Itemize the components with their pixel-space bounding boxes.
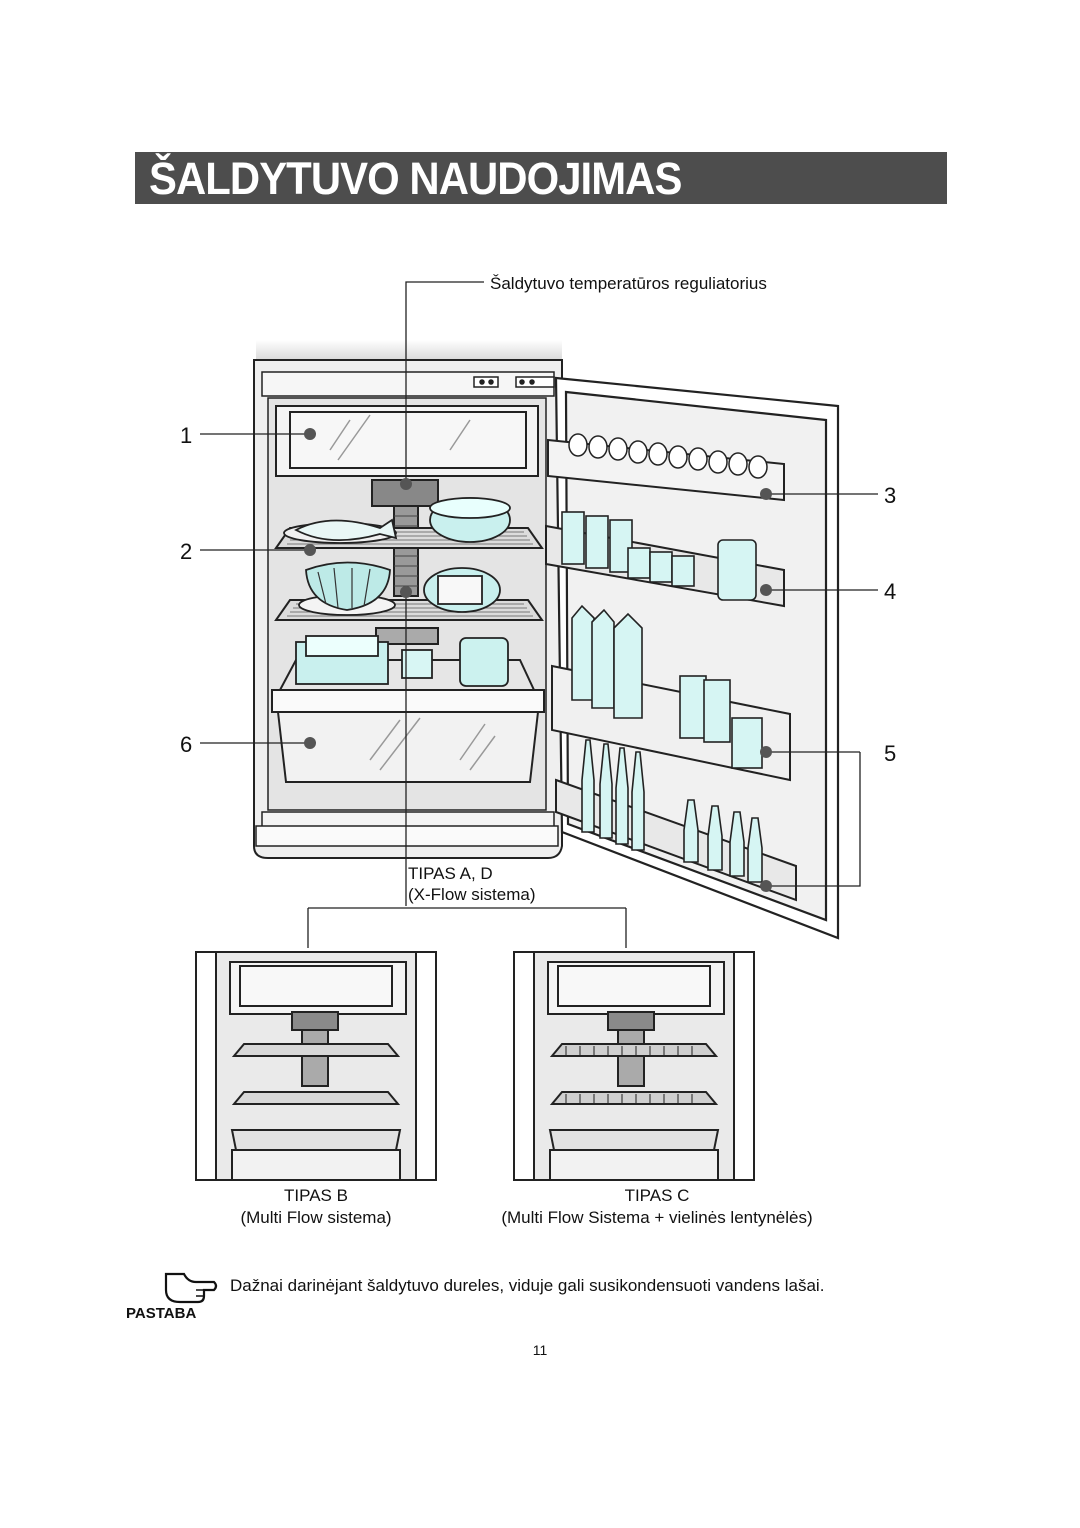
note-label: PASTABA xyxy=(126,1305,197,1322)
control-knobs xyxy=(473,376,555,388)
type-b-sub: (Multi Flow sistema) xyxy=(240,1208,392,1227)
callout-6: 6 xyxy=(180,732,193,757)
regulator-label: Šaldytuvo temperatūros reguliatorius xyxy=(490,274,767,293)
callout-1: 1 xyxy=(180,423,193,448)
eggs xyxy=(568,433,768,479)
callout-5: 5 xyxy=(884,741,897,766)
type-b-label: TIPAS B xyxy=(284,1186,348,1205)
callout-dots xyxy=(304,428,772,892)
callout-lines xyxy=(200,281,878,948)
note-text: Dažnai darinėjant šaldytuvo dureles, vid… xyxy=(230,1276,825,1295)
crisper-drawer xyxy=(271,689,545,783)
type-b-illustration xyxy=(195,951,437,1181)
page-number: 11 xyxy=(532,1342,548,1358)
callout-3: 3 xyxy=(884,483,897,508)
page-title: ŠALDYTUVO NAUDOJIMAS xyxy=(149,153,682,204)
top-compartment xyxy=(275,405,539,477)
air-duct xyxy=(371,479,439,645)
pointing-hand-icon xyxy=(164,1272,218,1304)
type-c-sub: (Multi Flow Sistema + vielinės lentynėlė… xyxy=(501,1208,813,1227)
type-a-label: TIPAS A, D xyxy=(408,864,493,883)
door-items xyxy=(561,511,763,883)
type-c-label: TIPAS C xyxy=(624,1186,690,1205)
food-items xyxy=(283,497,511,687)
title-banner: ŠALDYTUVO NAUDOJIMAS xyxy=(135,152,947,204)
type-c-illustration xyxy=(513,951,755,1181)
callout-2: 2 xyxy=(180,539,193,564)
callout-4: 4 xyxy=(884,579,897,604)
type-a-sub: (X-Flow sistema) xyxy=(408,885,536,904)
